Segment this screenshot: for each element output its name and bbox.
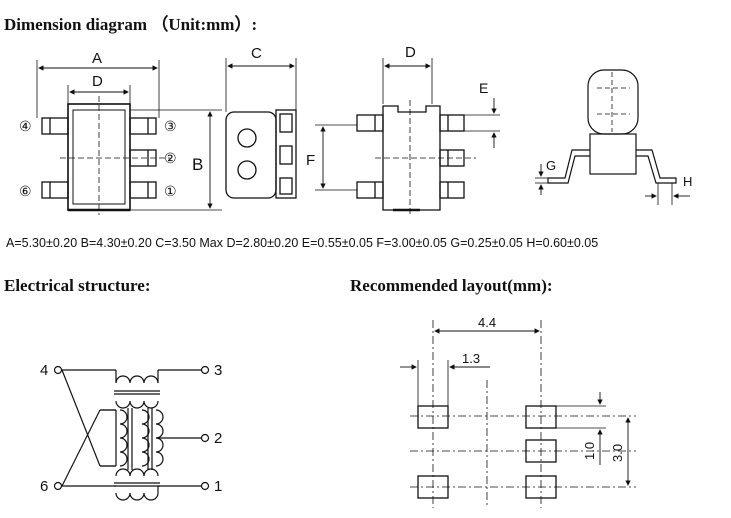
- label-D-bottom: D: [405, 44, 416, 61]
- schematic-pin-6: 6: [40, 478, 48, 495]
- dimension-diagram-heading: Dimension diagram （Unit:mm）:: [4, 15, 258, 34]
- pin-2-label: ②: [164, 150, 177, 166]
- side-view: [225, 58, 297, 199]
- label-C: C: [251, 45, 262, 62]
- electrical-schematic: [53, 365, 210, 501]
- pin-4-label: ④: [19, 118, 32, 134]
- pin-3-label: ③: [164, 118, 177, 134]
- pcb-layout: [400, 320, 636, 508]
- label-H: H: [683, 174, 692, 189]
- schematic-pin-1: 1: [214, 478, 222, 495]
- label-G: G: [546, 158, 556, 173]
- pin-6-label: ⑥: [19, 183, 32, 199]
- top-view: [36, 60, 222, 215]
- schematic-pin-2: 2: [214, 430, 222, 447]
- label-A: A: [92, 50, 102, 67]
- recommended-layout-heading: Recommended layout(mm):: [350, 276, 553, 295]
- layout-dim-pad-height: 1.0: [582, 442, 597, 460]
- label-B: B: [192, 155, 203, 174]
- label-F: F: [306, 152, 315, 169]
- schematic-pin-3: 3: [214, 362, 222, 379]
- layout-dim-total-height: 3.0: [610, 444, 625, 462]
- layout-dim-pad-width: 1.3: [462, 351, 480, 366]
- bottom-view: [315, 58, 500, 214]
- schematic-pin-4: 4: [40, 362, 48, 379]
- layout-dim-total-width: 4.4: [478, 315, 496, 330]
- dimension-values: A=5.30±0.20 B=4.30±0.20 C=3.50 Max D=2.8…: [6, 236, 599, 250]
- pin-1-label: ①: [164, 183, 177, 199]
- label-D-top: D: [92, 73, 103, 90]
- profile-view: [535, 69, 690, 205]
- label-E: E: [479, 80, 488, 96]
- electrical-structure-heading: Electrical structure:: [4, 276, 151, 295]
